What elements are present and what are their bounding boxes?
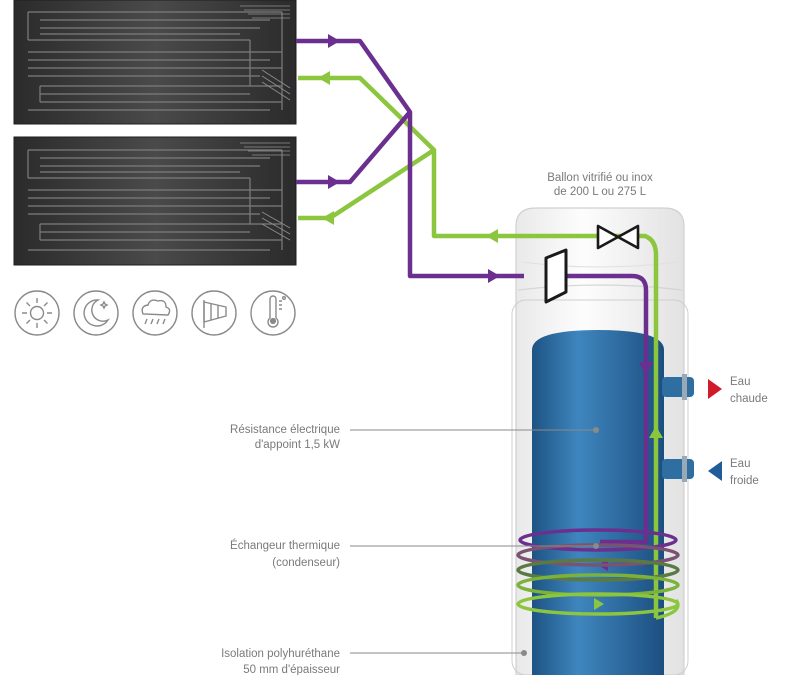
weather-icons (14, 290, 296, 336)
expansion-valve-symbol (596, 224, 640, 250)
callout-lines (350, 429, 594, 654)
hot-water-label-line-1: Eau (730, 376, 750, 388)
cold-water-label-line-1: Eau (730, 458, 750, 470)
tank-title-line-1: Ballon vitrifié ou inox (547, 172, 653, 184)
hot-water-label-line-2: chaude (730, 393, 768, 405)
cloud-rain-icon (132, 290, 178, 336)
panel-top (13, 0, 297, 125)
insulation-label-line-1: Isolation polyhuréthane (221, 648, 340, 660)
exchanger-label-line-1: Échangeur thermique (230, 539, 340, 552)
insulation-label-line-2: 50 mm d'épaisseur (243, 664, 340, 675)
exchanger-label-line-2: (condenseur) (272, 557, 340, 569)
flow-arrows (318, 34, 663, 610)
windsock-icon (191, 290, 237, 336)
sun-icon (14, 290, 60, 336)
thermometer-icon (250, 290, 296, 336)
hot-water-outlet (662, 374, 722, 400)
panel-bottom (13, 136, 297, 266)
callout-dots (521, 427, 599, 656)
compressor-symbol (544, 248, 568, 304)
tank-title-line-2: de 200 L ou 275 L (554, 186, 647, 198)
inner-tank (532, 330, 664, 675)
cold-water-label-line-2: froide (730, 475, 759, 487)
resistance-label-line-1: Résistance électrique (230, 424, 340, 436)
resistance-label-line-2: d'appoint 1,5 kW (255, 439, 340, 451)
night-moon-icon (73, 290, 119, 336)
cold-water-inlet (662, 456, 722, 482)
condenser-coil (516, 528, 680, 620)
